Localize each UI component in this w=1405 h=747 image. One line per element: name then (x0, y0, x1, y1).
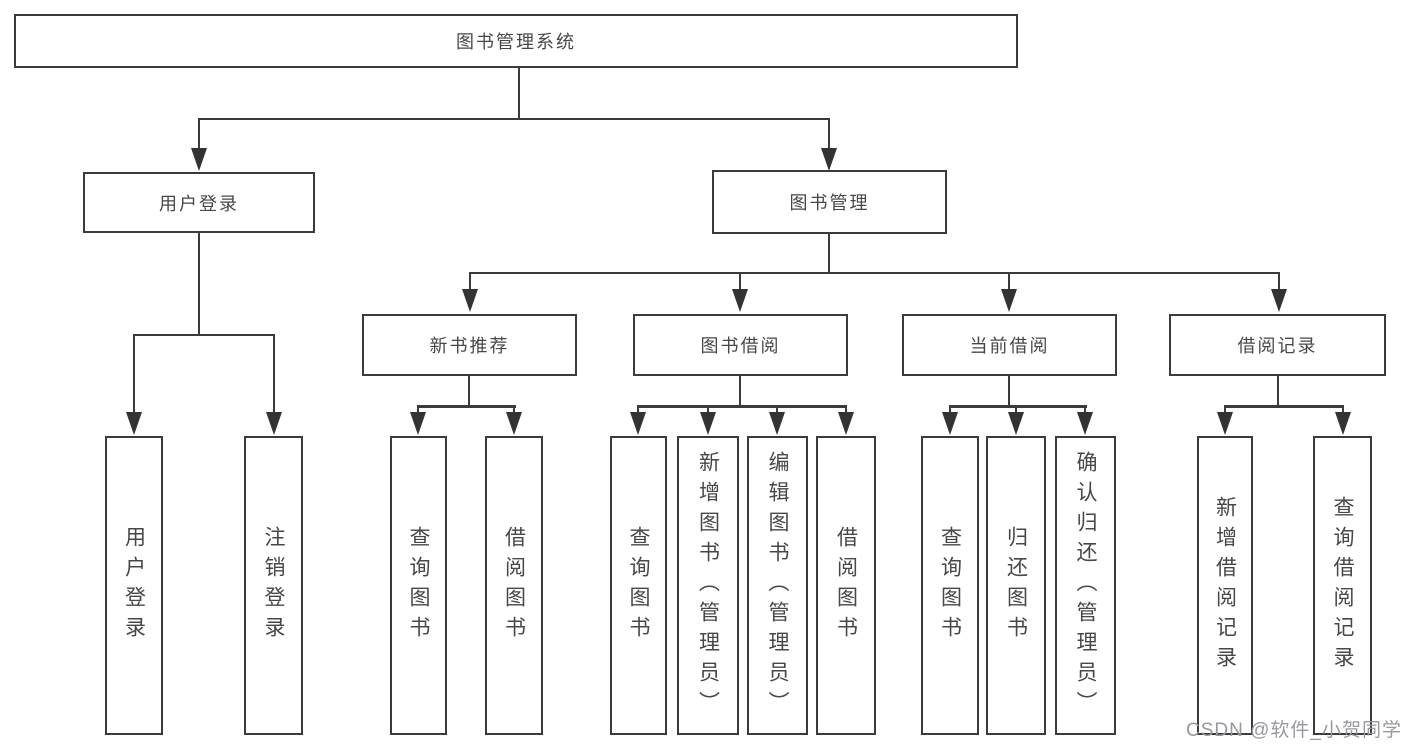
arrowhead-leaf-logout-icon (266, 412, 282, 435)
connector-drop-cur-query (949, 405, 951, 414)
connector-drop-cur-return (1015, 405, 1017, 414)
connector-drop-bor-edit (776, 405, 778, 414)
arrowhead-recd-add-icon (1217, 412, 1233, 435)
leaf-logout-label: 注销登录 (262, 525, 285, 646)
connector-drop-bor-add (707, 405, 709, 414)
connector-drop-leaf-logout (273, 334, 275, 413)
arrowhead-leaf-userlogin-icon (126, 412, 142, 435)
arrowhead-rec-borrow-icon (506, 412, 522, 435)
connector-drop-leaf-userlogin (133, 334, 135, 413)
leaf-add-book-admin-label: 新增图书（管理员） (696, 450, 720, 721)
arrowhead-cur-query-icon (942, 412, 958, 435)
arrowhead-recommend-icon (462, 289, 478, 312)
leaf-add-book-admin: 新增图书（管理员） (677, 436, 739, 735)
node-root-system-label: 图书管理系统 (456, 32, 576, 52)
connector-current-stem (1008, 376, 1010, 407)
connector-recommend-crossbar (417, 405, 516, 408)
leaf-query-books-recommend-label: 查询图书 (407, 525, 430, 646)
connector-current-crossbar (949, 405, 1087, 408)
csdn-watermark: CSDN @软件_小贺同学 (1186, 720, 1402, 741)
leaf-query-books-borrowing-label: 查询图书 (627, 525, 650, 646)
node-user-login: 用户登录 (83, 172, 315, 233)
leaf-borrow-books-borrowing-label: 借阅图书 (834, 525, 858, 646)
node-user-login-label: 用户登录 (159, 193, 239, 214)
node-new-book-recommend-label: 新书推荐 (429, 336, 510, 356)
connector-drop-records (1278, 272, 1280, 292)
connector-drop-recd-add (1224, 405, 1226, 414)
connector-userlogin-crossbar (133, 334, 275, 336)
connector-drop-recd-query (1342, 405, 1344, 414)
leaf-confirm-return-admin: 确认归还（管理员） (1055, 436, 1116, 735)
node-root-system: 图书管理系统 (14, 14, 1018, 68)
leaf-return-book-label: 归还图书 (1004, 525, 1028, 646)
arrowhead-book-management-icon (821, 148, 837, 171)
connector-drop-rec-query (417, 405, 419, 414)
node-book-management: 图书管理 (712, 170, 947, 234)
arrowhead-bor-edit-icon (769, 412, 785, 435)
leaf-query-books-recommend: 查询图书 (390, 436, 447, 735)
connector-drop-recommend (469, 272, 471, 292)
node-borrowing-records: 借阅记录 (1169, 314, 1386, 376)
arrowhead-borrowing-icon (732, 289, 748, 312)
node-book-borrowing-label: 图书借阅 (700, 336, 781, 356)
node-new-book-recommend: 新书推荐 (362, 314, 577, 376)
leaf-return-book: 归还图书 (986, 436, 1046, 735)
node-current-borrowing-label: 当前借阅 (969, 336, 1050, 356)
connector-records-stem (1277, 376, 1279, 407)
node-borrowing-records-label: 借阅记录 (1237, 336, 1318, 356)
node-current-borrowing: 当前借阅 (902, 314, 1117, 376)
arrowhead-rec-query-icon (410, 412, 426, 435)
connector-drop-bor-query (637, 405, 639, 414)
leaf-logout: 注销登录 (244, 436, 303, 735)
leaf-query-books-borrowing: 查询图书 (610, 436, 667, 735)
connector-drop-user-login (198, 118, 200, 151)
leaf-borrow-books-recommend-label: 借阅图书 (502, 525, 526, 646)
connector-drop-borrowing (739, 272, 741, 292)
arrowhead-recd-query-icon (1335, 412, 1351, 435)
leaf-confirm-return-admin-label: 确认归还（管理员） (1074, 450, 1097, 721)
connector-userlogin-stem (198, 233, 200, 336)
connector-recommend-stem (468, 376, 470, 407)
arrowhead-cur-confirm-icon (1077, 412, 1093, 435)
connector-bookmgmt-crossbar (469, 272, 1280, 274)
arrowhead-bor-add-icon (700, 412, 716, 435)
leaf-add-borrow-record: 新增借阅记录 (1197, 436, 1253, 735)
node-book-management-label: 图书管理 (789, 193, 870, 213)
leaf-borrow-books-recommend: 借阅图书 (485, 436, 543, 735)
connector-records-crossbar (1224, 405, 1344, 408)
leaf-edit-book-admin: 编辑图书（管理员） (747, 436, 808, 735)
leaf-user-login: 用户登录 (105, 436, 163, 735)
arrowhead-bor-query-icon (630, 412, 646, 435)
connector-drop-book-management (828, 118, 830, 151)
connector-drop-rec-borrow (513, 405, 515, 414)
arrowhead-user-login-icon (191, 148, 207, 171)
connector-borrowing-stem (739, 376, 741, 407)
connector-root-crossbar (198, 118, 830, 120)
connector-bookmgmt-stem (828, 234, 830, 274)
node-book-borrowing: 图书借阅 (633, 314, 848, 376)
arrowhead-records-icon (1271, 289, 1287, 312)
connector-borrowing-crossbar (637, 405, 847, 408)
leaf-query-borrow-record-label: 查询借阅记录 (1331, 495, 1354, 676)
leaf-add-borrow-record-label: 新增借阅记录 (1213, 495, 1237, 676)
leaf-query-books-current-label: 查询图书 (938, 525, 962, 646)
arrowhead-bor-borrow-icon (838, 412, 854, 435)
leaf-user-login-label: 用户登录 (122, 525, 146, 646)
arrowhead-current-icon (1001, 289, 1017, 312)
connector-drop-cur-confirm (1084, 405, 1086, 414)
leaf-borrow-books-borrowing: 借阅图书 (816, 436, 876, 735)
leaf-edit-book-admin-label: 编辑图书（管理员） (766, 450, 789, 721)
connector-drop-bor-borrow (845, 405, 847, 414)
connector-root-stem (518, 67, 520, 119)
leaf-query-borrow-record: 查询借阅记录 (1313, 436, 1372, 735)
connector-drop-current (1008, 272, 1010, 292)
leaf-query-books-current: 查询图书 (921, 436, 979, 735)
arrowhead-cur-return-icon (1008, 412, 1024, 435)
